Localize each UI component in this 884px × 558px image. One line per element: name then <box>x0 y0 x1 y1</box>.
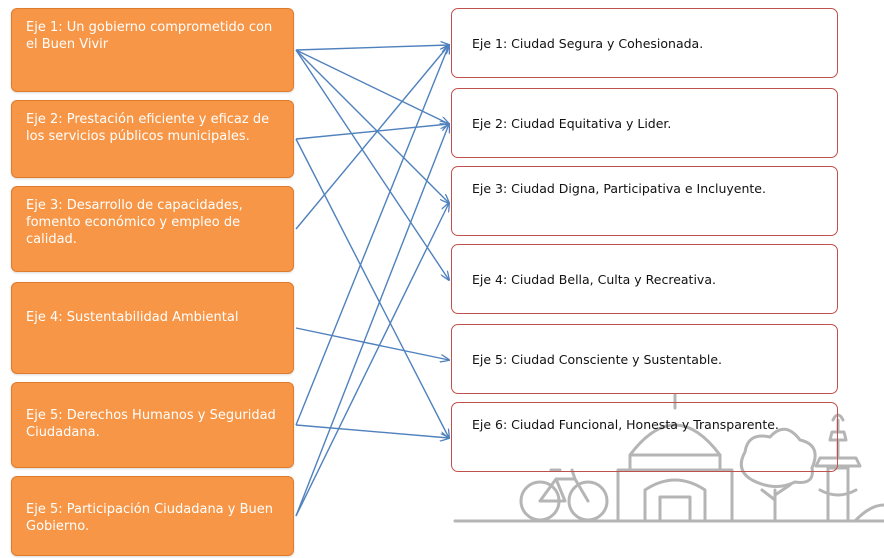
arrow-5-to-6 <box>295 424 449 438</box>
left-axis-6: Eje 5: Participación Ciudadana y Buen Go… <box>11 476 294 556</box>
arrow-2-to-6 <box>295 138 449 438</box>
right-axis-1-label: Eje 1: Ciudad Segura y Cohesionada. <box>472 35 704 51</box>
right-axis-5-label: Eje 5: Ciudad Consciente y Sustentable. <box>472 351 723 367</box>
arrow-1-to-2 <box>295 49 449 124</box>
right-axis-6: Eje 6: Ciudad Funcional, Honesta y Trans… <box>451 402 838 472</box>
left-axis-5-label: Eje 5: Derechos Humanos y Seguridad Ciud… <box>26 408 276 440</box>
arrow-4-to-5 <box>295 327 449 360</box>
arrow-1-to-1 <box>295 45 449 51</box>
left-axis-6-label: Eje 5: Participación Ciudadana y Buen Go… <box>26 502 273 534</box>
left-axis-2-label: Eje 2: Prestación eficiente y eficaz de … <box>26 112 270 144</box>
left-axis-4: Eje 4: Sustentabilidad Ambiental <box>11 282 294 374</box>
right-axis-2: Eje 2: Ciudad Equitativa y Lider. <box>451 88 838 158</box>
left-axis-1: Eje 1: Un gobierno comprometido con el B… <box>11 8 294 92</box>
arrow-5-to-1 <box>295 45 449 426</box>
right-axis-1: Eje 1: Ciudad Segura y Cohesionada. <box>451 8 838 78</box>
right-axis-4-label: Eje 4: Ciudad Bella, Culta y Recreativa. <box>472 271 716 287</box>
right-axis-3-label: Eje 3: Ciudad Digna, Participativa e Inc… <box>472 181 766 196</box>
left-axis-4-label: Eje 4: Sustentabilidad Ambiental <box>26 310 239 325</box>
right-axis-4: Eje 4: Ciudad Bella, Culta y Recreativa. <box>451 244 838 314</box>
left-axis-3-label: Eje 3: Desarrollo de capacidades, foment… <box>26 198 243 247</box>
left-axis-5: Eje 5: Derechos Humanos y Seguridad Ciud… <box>11 382 294 468</box>
arrow-1-to-4 <box>295 49 449 280</box>
left-axis-3: Eje 3: Desarrollo de capacidades, foment… <box>11 186 294 272</box>
right-axis-2-label: Eje 2: Ciudad Equitativa y Lider. <box>472 115 672 131</box>
arrow-6-to-3 <box>295 203 449 517</box>
arrow-6-to-2 <box>295 124 449 517</box>
left-axis-2: Eje 2: Prestación eficiente y eficaz de … <box>11 100 294 178</box>
arrow-2-to-2 <box>295 124 449 140</box>
arrow-3-to-1 <box>295 45 449 230</box>
arrow-1-to-3 <box>295 49 449 203</box>
right-axis-5: Eje 5: Ciudad Consciente y Sustentable. <box>451 324 838 394</box>
left-axis-1-label: Eje 1: Un gobierno comprometido con el B… <box>26 20 273 52</box>
right-axis-6-label: Eje 6: Ciudad Funcional, Honesta y Trans… <box>472 417 779 432</box>
right-axis-3: Eje 3: Ciudad Digna, Participativa e Inc… <box>451 166 838 236</box>
